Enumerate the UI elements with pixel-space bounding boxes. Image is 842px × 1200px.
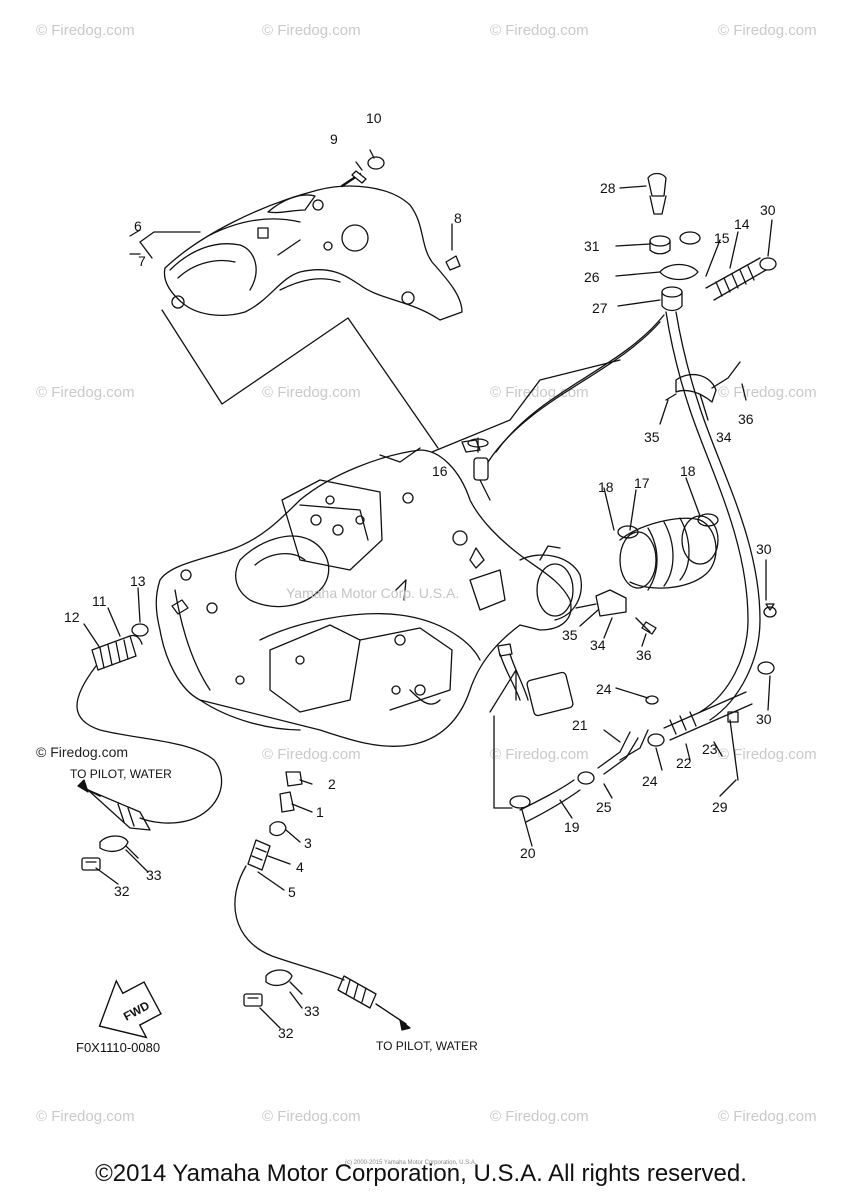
- watermark: © Firedog.com: [718, 22, 817, 39]
- watermark: © Firedog.com: [718, 746, 817, 763]
- pilot-hose-center: [234, 771, 411, 1031]
- footer-small-print: (c) 2000-2015 Yamaha Motor Corporation, …: [345, 1160, 477, 1166]
- callout-label: 30: [756, 541, 772, 557]
- callout-label: 17: [634, 475, 650, 491]
- callout-labels: 1 2 3 4 5 6 7 8 9 10 11 12 13 14 15 16 1…: [64, 110, 776, 1041]
- watermark: © Firedog.com: [262, 384, 361, 401]
- watermark: © Firedog.com: [36, 1108, 135, 1125]
- callout-label: 10: [366, 110, 382, 126]
- callout-label: 34: [716, 429, 732, 445]
- callout-label: 6: [134, 218, 142, 234]
- watermark: © Firedog.com: [718, 1108, 817, 1125]
- to-pilot-water-label-bottom: TO PILOT, WATER: [376, 1039, 478, 1053]
- callout-label: 5: [288, 884, 296, 900]
- callout-label: 18: [598, 479, 614, 495]
- watermark: © Firedog.com: [36, 22, 135, 39]
- watermark: © Firedog.com: [490, 746, 589, 763]
- to-pilot-water-label-left: TO PILOT, WATER: [70, 767, 172, 781]
- figure-code: F0X1110-0080: [76, 1040, 160, 1055]
- callout-label: 30: [756, 711, 772, 727]
- callout-label: 8: [454, 210, 462, 226]
- callout-label: 15: [714, 230, 730, 246]
- watermark: © Firedog.com: [490, 384, 589, 401]
- callout-label: 9: [330, 131, 338, 147]
- main-exhaust-body: [155, 447, 582, 747]
- watermark: © Firedog.com: [262, 22, 361, 39]
- callout-label: 11: [92, 593, 107, 609]
- callout-label: 26: [584, 269, 600, 285]
- callout-label: 22: [676, 755, 692, 771]
- callout-label: 21: [572, 717, 588, 733]
- sleeve-assembly: [617, 513, 719, 591]
- copyright-footer: ©2014 Yamaha Motor Corporation, U.S.A. A…: [95, 1160, 747, 1187]
- callout-label: 2: [328, 776, 336, 792]
- watermark: © Firedog.com: [262, 746, 361, 763]
- callout-label: 20: [520, 845, 536, 861]
- watermark: © Firedog.com: [36, 384, 135, 401]
- callout-label: 33: [304, 1003, 320, 1019]
- callout-label: 36: [738, 411, 754, 427]
- callout-label: 24: [596, 681, 612, 697]
- callout-label: 27: [592, 300, 608, 316]
- callout-label: 32: [114, 883, 130, 899]
- corner-watermark: © Firedog.com: [36, 744, 129, 760]
- callout-label: 12: [64, 609, 80, 625]
- pilot-hose-left: [76, 599, 223, 831]
- watermark: © Firedog.com: [490, 22, 589, 39]
- center-watermark: Yamaha Motor Corp. U.S.A.: [286, 585, 459, 601]
- callout-label: 14: [734, 216, 750, 232]
- callout-label: 25: [596, 799, 612, 815]
- cover-assembly: [163, 185, 463, 321]
- callout-label: 28: [600, 180, 616, 196]
- callout-label: 31: [584, 238, 600, 254]
- filler-assembly: [647, 172, 777, 721]
- callout-label: 19: [564, 819, 580, 835]
- callout-label: 4: [296, 859, 304, 875]
- callout-label: 35: [562, 627, 578, 643]
- callout-label: 13: [130, 573, 146, 589]
- callout-label: 29: [712, 799, 728, 815]
- callout-label: 24: [642, 773, 658, 789]
- callout-label: 1: [316, 804, 324, 820]
- callout-label: 23: [702, 741, 718, 757]
- watermark: © Firedog.com: [262, 1108, 361, 1125]
- fwd-arrow: [98, 979, 162, 1039]
- callout-label: 3: [304, 835, 312, 851]
- watermark: © Firedog.com: [490, 1108, 589, 1125]
- callout-label: 7: [138, 253, 146, 269]
- callout-label: 36: [636, 647, 652, 663]
- callout-label: 16: [432, 463, 448, 479]
- callout-label: 32: [278, 1025, 294, 1041]
- callout-label: 18: [680, 463, 696, 479]
- callout-label: 33: [146, 867, 162, 883]
- callout-label: 35: [644, 429, 660, 445]
- callout-label: 34: [590, 637, 606, 653]
- callout-label: 30: [760, 202, 776, 218]
